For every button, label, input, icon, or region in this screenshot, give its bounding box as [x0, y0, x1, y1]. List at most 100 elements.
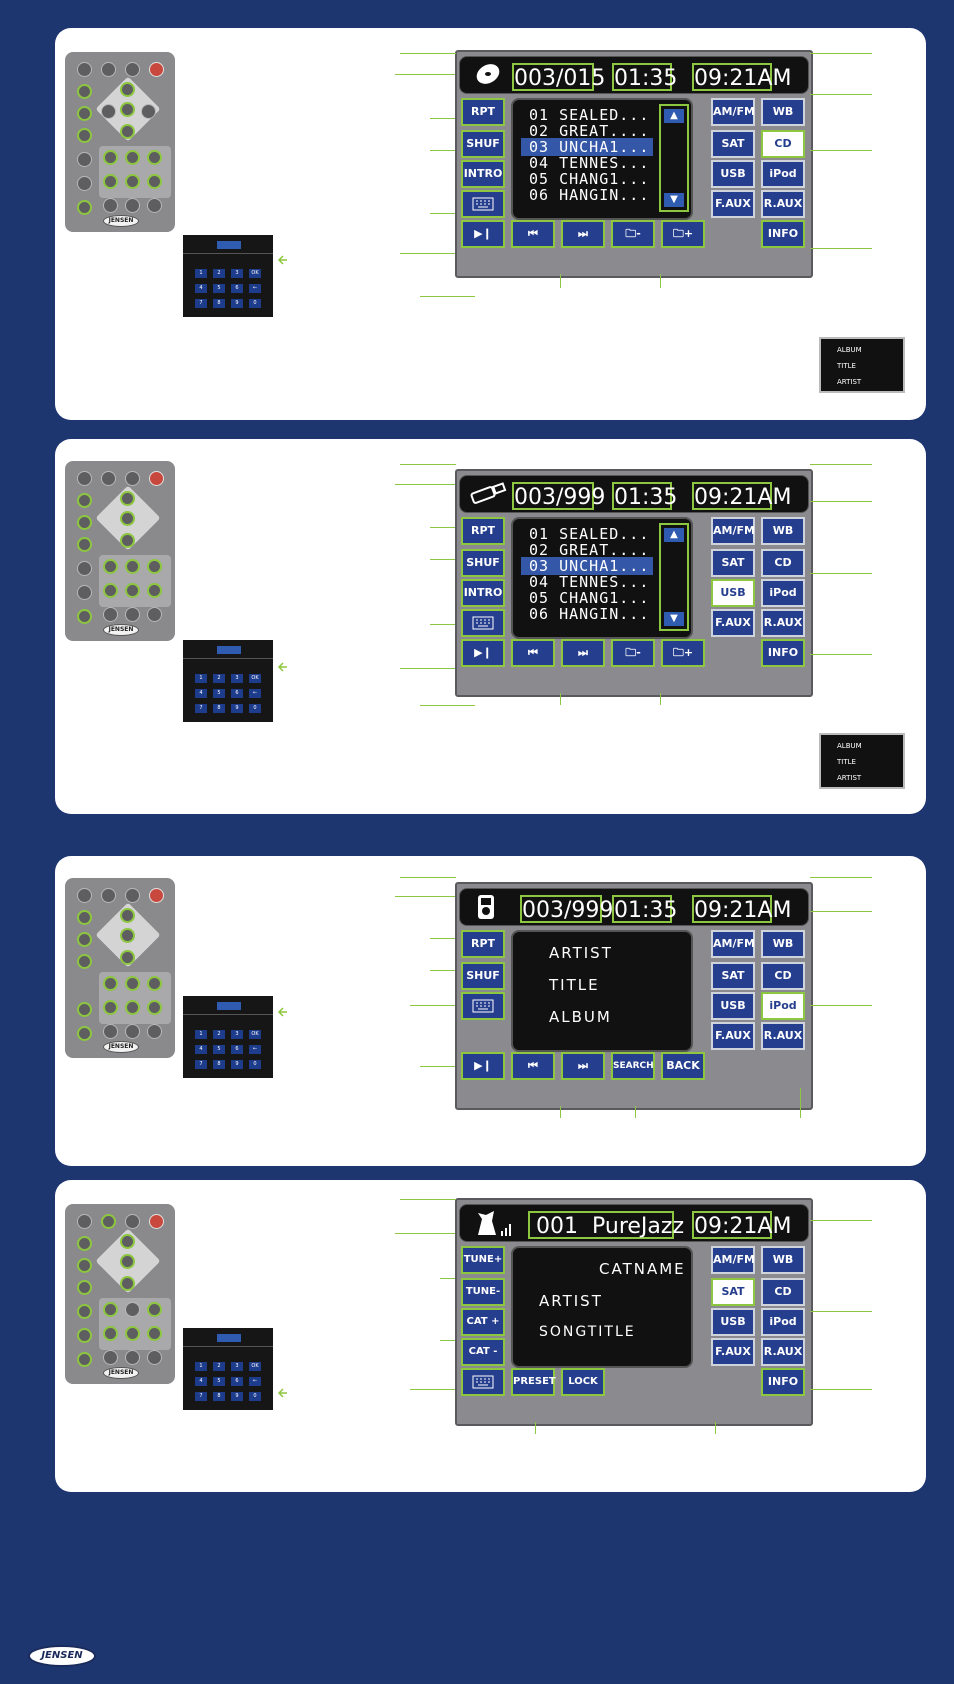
raux-button[interactable]: R.AUX [761, 1338, 805, 1366]
track-list: 01 SEALED... 02 GREAT.... 03 UNCHA1... 0… [511, 98, 693, 220]
play-pause-icon: ▶❙ [474, 646, 492, 659]
meta-list: ALBUM TITLE ARTIST [819, 337, 905, 393]
info-button[interactable]: INFO [761, 1368, 805, 1396]
prev-track-button[interactable]: ⏮ [511, 220, 555, 248]
amfm-button[interactable]: AM/FM [711, 1246, 755, 1274]
scrollbar[interactable]: ▲ ▼ [659, 523, 689, 631]
list-item[interactable]: 02 GREAT.... [529, 122, 650, 140]
prev-track-button[interactable]: ⏮ [511, 1052, 555, 1080]
scroll-down-icon[interactable]: ▼ [664, 193, 684, 207]
faux-button[interactable]: F.AUX [711, 190, 755, 218]
tune-down-button[interactable]: TUNE- [461, 1278, 505, 1306]
ipod-button[interactable]: iPod [761, 579, 805, 607]
play-pause-button[interactable]: ▶❙ [461, 639, 505, 667]
faux-button[interactable]: F.AUX [711, 1022, 755, 1050]
shuf-button[interactable]: SHUF [461, 549, 505, 577]
list-item[interactable]: 04 TENNES... [529, 573, 650, 591]
rpt-button[interactable]: RPT [461, 98, 505, 126]
wb-button[interactable]: WB [761, 930, 805, 958]
next-track-button[interactable]: ⏭ [561, 220, 605, 248]
wb-button[interactable]: WB [761, 98, 805, 126]
intro-button[interactable]: INTRO [461, 579, 505, 607]
list-item-selected[interactable]: 03 UNCHA1... [521, 557, 653, 575]
list-item[interactable]: 05 CHANG1... [529, 589, 650, 607]
list-item[interactable]: 01 SEALED... [529, 106, 650, 124]
amfm-button[interactable]: AM/FM [711, 98, 755, 126]
list-item[interactable]: 01 SEALED... [529, 525, 650, 543]
next-track-button[interactable]: ⏭ [561, 1052, 605, 1080]
scroll-down-icon[interactable]: ▼ [664, 612, 684, 626]
back-button[interactable]: BACK [661, 1052, 705, 1080]
scrollbar[interactable]: ▲ ▼ [659, 104, 689, 212]
usb-button[interactable]: USB [711, 579, 755, 607]
scroll-up-icon[interactable]: ▲ [664, 528, 684, 542]
play-pause-button[interactable]: ▶❙ [461, 220, 505, 248]
raux-button[interactable]: R.AUX [761, 190, 805, 218]
skip-back-icon: ⏮ [528, 646, 538, 659]
list-item[interactable]: 06 HANGIN... [529, 605, 650, 623]
remote-control: JENSEN [65, 461, 175, 641]
usb-button[interactable]: USB [711, 992, 755, 1020]
list-item-selected[interactable]: 03 UNCHA1... [521, 138, 653, 156]
folder-down-button[interactable]: 🗀- [611, 220, 655, 248]
cd-button[interactable]: CD [761, 130, 805, 158]
intro-button[interactable]: INTRO [461, 160, 505, 188]
cd-button[interactable]: CD [761, 1278, 805, 1306]
folder-down-button[interactable]: 🗀- [611, 639, 655, 667]
raux-button[interactable]: R.AUX [761, 1022, 805, 1050]
keypad-button[interactable] [461, 190, 505, 218]
scroll-up-icon[interactable]: ▲ [664, 109, 684, 123]
faux-button[interactable]: F.AUX [711, 609, 755, 637]
ipod-button[interactable]: iPod [761, 160, 805, 188]
info-button[interactable]: INFO [761, 639, 805, 667]
rpt-button[interactable]: RPT [461, 930, 505, 958]
category-up-button[interactable]: CAT + [461, 1308, 505, 1336]
list-item[interactable]: 04 TENNES... [529, 154, 650, 172]
list-item[interactable]: 06 HANGIN... [529, 186, 650, 204]
ipod-button[interactable]: iPod [761, 1308, 805, 1336]
now-playing-info: ARTIST TITLE ALBUM [511, 930, 693, 1052]
raux-button[interactable]: R.AUX [761, 609, 805, 637]
wb-button[interactable]: WB [761, 1246, 805, 1274]
shuf-button[interactable]: SHUF [461, 962, 505, 990]
next-track-button[interactable]: ⏭ [561, 639, 605, 667]
folder-up-button[interactable]: 🗀+ [661, 639, 705, 667]
sat-button[interactable]: SAT [711, 549, 755, 577]
lock-button[interactable]: LOCK [561, 1368, 605, 1396]
wb-button[interactable]: WB [761, 517, 805, 545]
list-item[interactable]: 02 GREAT.... [529, 541, 650, 559]
skip-back-icon: ⏮ [528, 227, 538, 240]
usb-button[interactable]: USB [711, 160, 755, 188]
sat-button[interactable]: SAT [711, 962, 755, 990]
channel-name: PureJazz [592, 1214, 684, 1239]
shuf-button[interactable]: SHUF [461, 130, 505, 158]
folder-up-button[interactable]: 🗀+ [661, 220, 705, 248]
ipod-button[interactable]: iPod [761, 992, 805, 1020]
amfm-button[interactable]: AM/FM [711, 930, 755, 958]
keypad-button[interactable] [461, 992, 505, 1020]
sat-button[interactable]: SAT [711, 130, 755, 158]
tune-up-button[interactable]: TUNE+ [461, 1246, 505, 1274]
category-down-button[interactable]: CAT - [461, 1338, 505, 1366]
usb-button[interactable]: USB [711, 1308, 755, 1336]
track-counter: 003/999 [520, 895, 613, 923]
power-icon [149, 1214, 164, 1229]
power-icon [149, 888, 164, 903]
play-pause-button[interactable]: ▶❙ [461, 1052, 505, 1080]
cd-button[interactable]: CD [761, 549, 805, 577]
preset-button[interactable]: PRESET [511, 1368, 556, 1396]
keypad-button[interactable] [461, 609, 505, 637]
sat-button[interactable]: SAT [711, 1278, 755, 1306]
clock: 09:21AM [692, 1211, 791, 1239]
amfm-button[interactable]: AM/FM [711, 517, 755, 545]
search-button[interactable]: SEARCH [611, 1052, 655, 1080]
keypad-button[interactable] [461, 1368, 505, 1396]
faux-button[interactable]: F.AUX [711, 1338, 755, 1366]
prev-track-button[interactable]: ⏮ [511, 639, 555, 667]
info-button[interactable]: INFO [761, 220, 805, 248]
rpt-button[interactable]: RPT [461, 517, 505, 545]
cd-button[interactable]: CD [761, 962, 805, 990]
list-item[interactable]: 05 CHANG1... [529, 170, 650, 188]
remote-logo: JENSEN [103, 624, 139, 636]
